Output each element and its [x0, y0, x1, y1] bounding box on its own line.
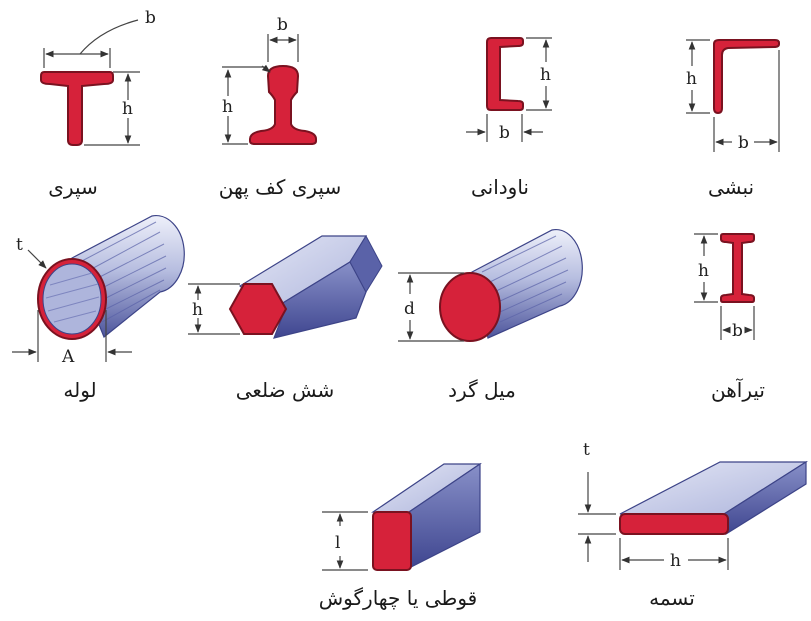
i-beam-section [720, 233, 755, 303]
hexagon-dim-h: h [192, 300, 203, 320]
pipe-section-inner [42, 263, 102, 335]
i-beam-dim-b: b [732, 321, 743, 341]
hexagon-profile: h [188, 234, 383, 339]
square-bar-label: قوطی یا چهارگوش [318, 586, 478, 610]
tee-section [40, 71, 114, 146]
channel-section [486, 37, 524, 111]
angle-label: نبشی [707, 175, 755, 199]
angle-profile: h b [686, 39, 780, 153]
channel-label: ناودانی [470, 175, 530, 199]
rail-profile: b h [222, 15, 317, 145]
square-bar-profile: l [322, 462, 482, 571]
i-beam-dim-h: h [698, 261, 709, 281]
rail-section [249, 64, 317, 145]
pipe-dim-a: A [61, 347, 75, 367]
tee-dim-b: b [145, 8, 156, 28]
round-bar-section [439, 272, 501, 342]
round-bar-label: میل گرد [448, 378, 516, 402]
rail-label: سپری کف پهن [218, 175, 342, 199]
round-bar-dim-d: d [404, 299, 415, 319]
square-bar-section [372, 511, 412, 571]
angle-dim-h: h [686, 69, 697, 89]
flat-bar-label: تسمه [649, 586, 695, 610]
i-beam-label: تیرآهن [711, 378, 765, 402]
channel-dim-h: h [540, 65, 551, 85]
hexagon-label: شش ضلعی [235, 378, 335, 402]
pipe-label: لوله [63, 378, 97, 402]
flat-bar-dim-h: h [670, 551, 681, 571]
flat-bar-dim-t: t [583, 440, 590, 460]
i-beam-profile: h b [694, 233, 755, 341]
flat-bar-profile: t h [578, 440, 809, 571]
square-bar-dim-l: l [335, 533, 340, 553]
tee-dim-h: h [122, 99, 133, 119]
channel-dim-b: b [499, 123, 510, 143]
rail-dim-b: b [277, 15, 288, 35]
flat-bar-section [619, 513, 729, 535]
hexagon-section [228, 283, 288, 335]
round-bar-profile: d [398, 228, 583, 342]
channel-profile: h b [466, 37, 552, 143]
pipe-profile: t A [12, 215, 185, 367]
tee-profile: b h [40, 8, 156, 146]
tee-label: سپری [48, 175, 98, 199]
rail-dim-h: h [222, 97, 233, 117]
angle-section [713, 39, 780, 115]
pipe-dim-t: t [16, 235, 23, 255]
angle-dim-b: b [738, 133, 749, 153]
